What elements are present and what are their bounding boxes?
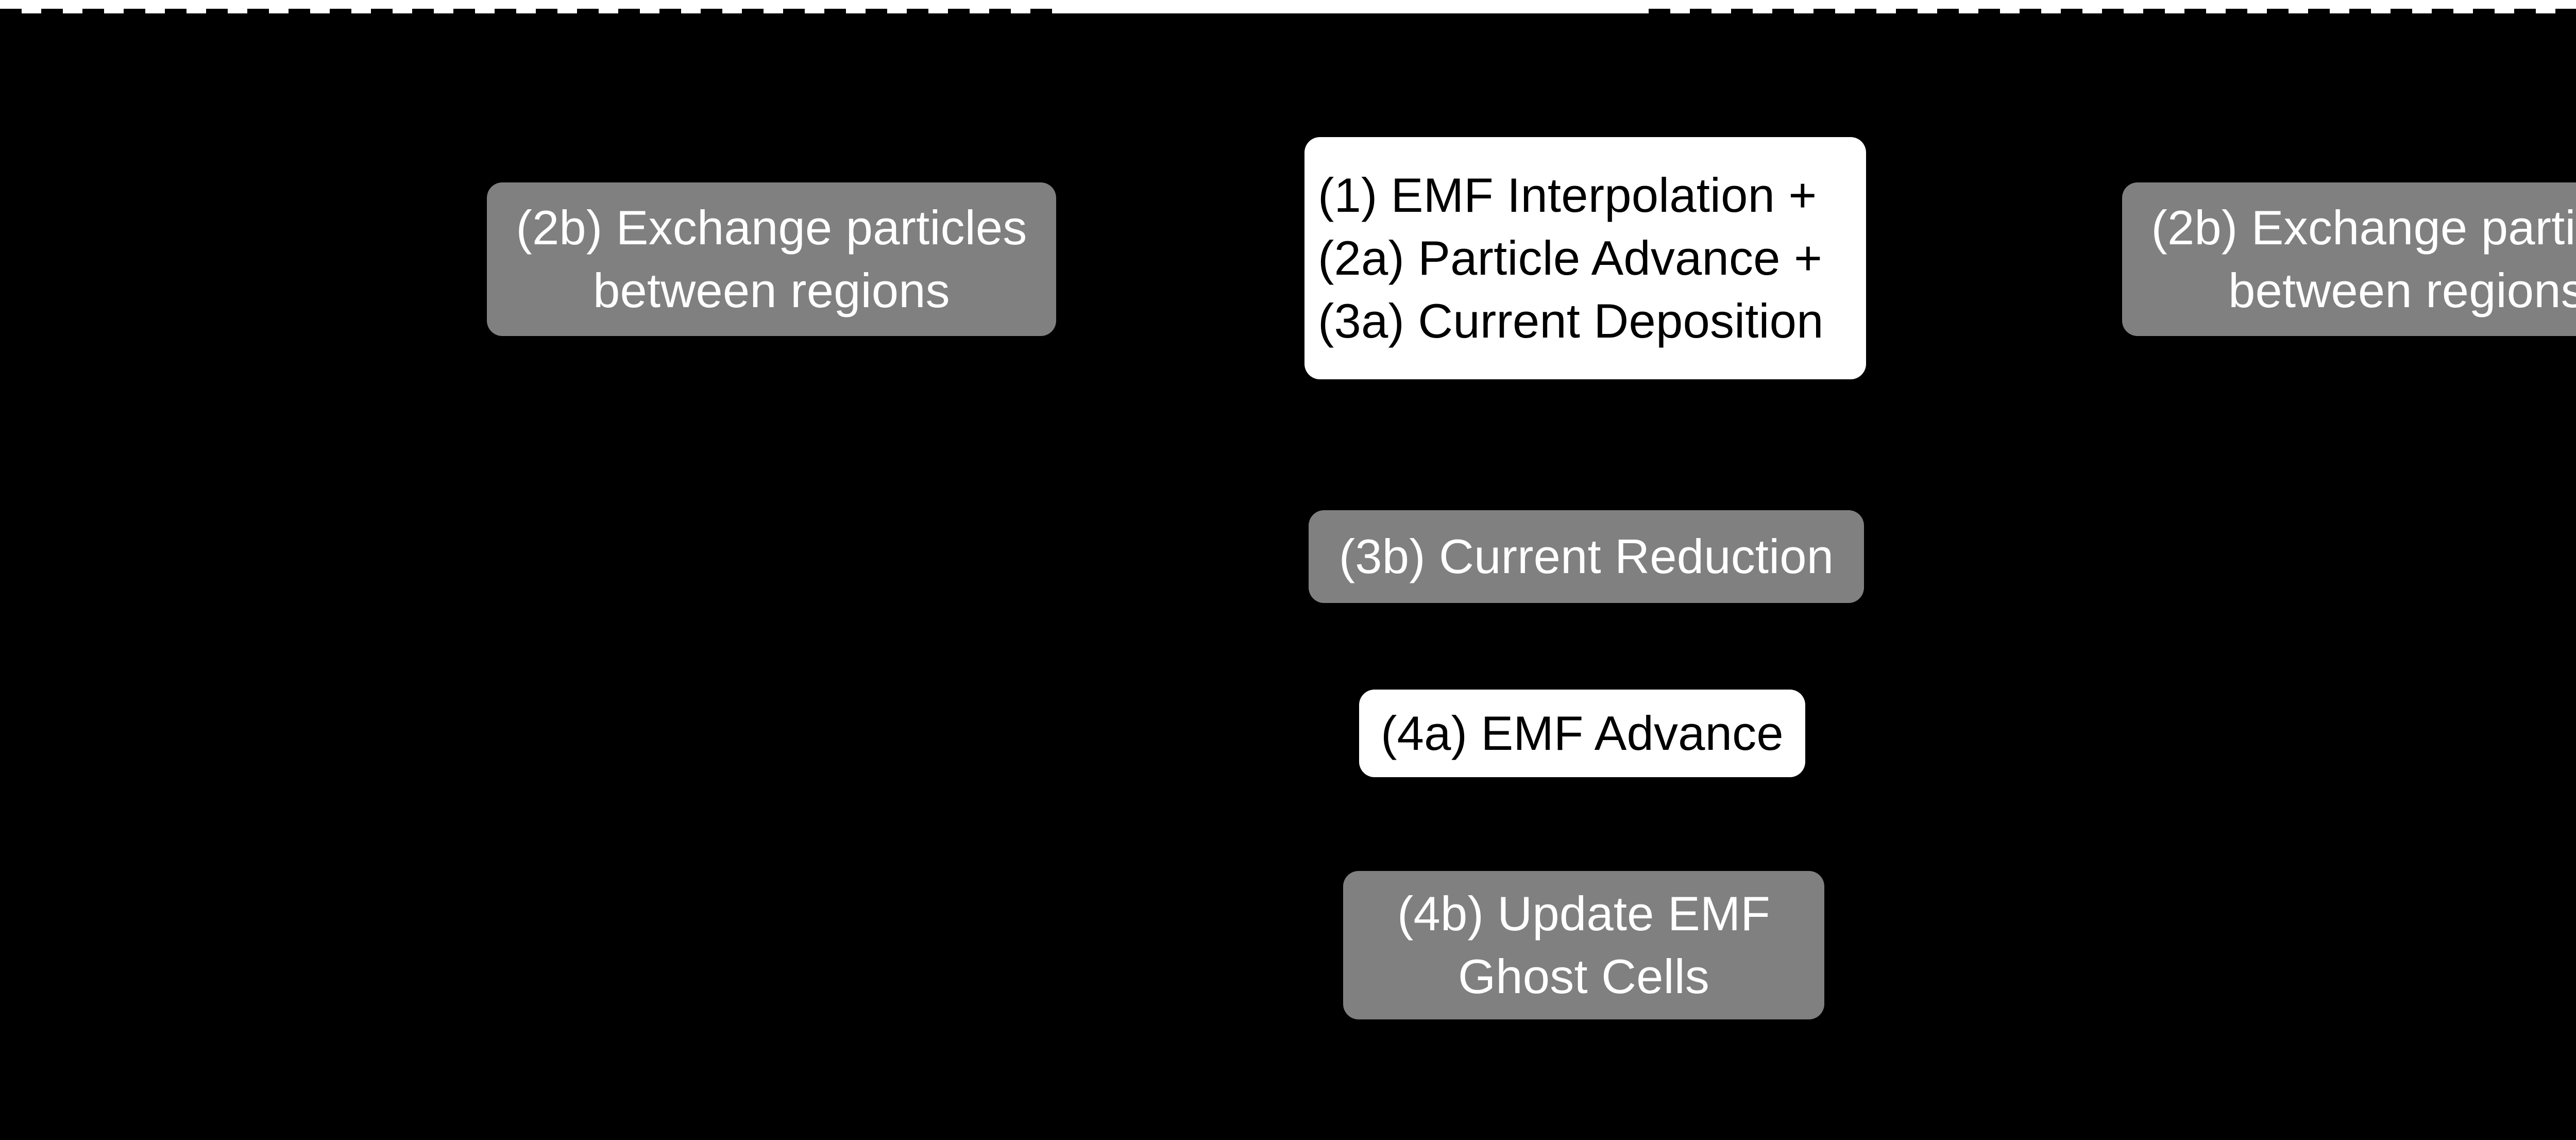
arrowhead-emf-advance <box>1577 674 1594 690</box>
connector-current-reduction-to-emf-advance <box>1584 603 1587 690</box>
arrowhead-update-ghost <box>1577 856 1594 871</box>
dashed-border-gap-segment <box>1061 9 1641 13</box>
connector-emf-advance-to-update-ghost <box>1584 777 1587 871</box>
node-exchange-particles-left[interactable]: (2b) Exchange particles between regions <box>487 182 1056 336</box>
top-white-strip <box>0 0 2576 9</box>
node-exchange-particles-right[interactable]: (2b) Exchange particles between regions <box>2122 182 2576 336</box>
arrowhead-exchange-right <box>2107 248 2122 265</box>
connector-main-to-exchange-right <box>1866 257 2122 260</box>
node-emf-advance[interactable]: (4a) EMF Advance <box>1359 690 1805 777</box>
node-emf-interpolation-particle-advance-current-deposition[interactable]: (1) EMF Interpolation + (2a) Particle Ad… <box>1304 137 1866 379</box>
node-current-reduction[interactable]: (3b) Current Reduction <box>1309 510 1864 603</box>
connector-main-to-exchange-left <box>1056 257 1304 260</box>
arrowhead-current-reduction <box>1577 495 1594 510</box>
node-update-emf-ghost-cells[interactable]: (4b) Update EMF Ghost Cells <box>1343 871 1824 1019</box>
connector-main-to-current-reduction <box>1584 379 1587 510</box>
